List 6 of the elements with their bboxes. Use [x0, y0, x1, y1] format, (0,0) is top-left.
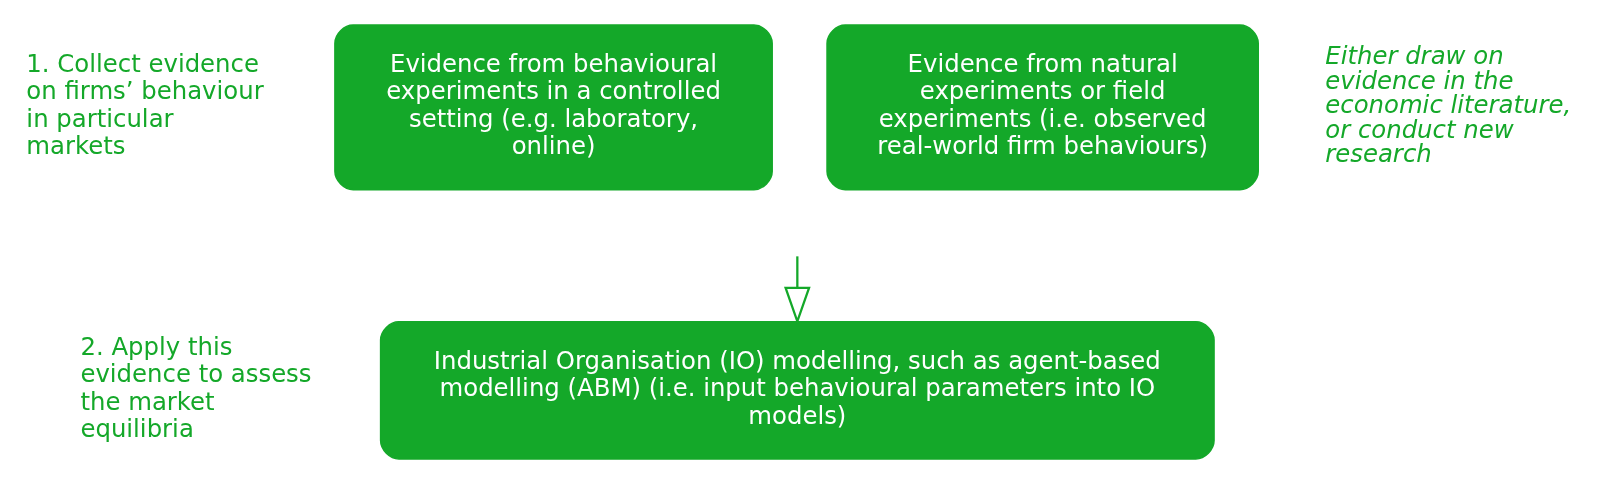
label: 1. Collect evidence on firms’ behaviour in particular markets	[26, 49, 264, 161]
node-box: Industrial Organisation (IO) modelling, such as agent-based modelling (ABM) (i.e. input behavioural parameters into IO models)	[379, 321, 1215, 460]
label: Either draw on evidence in the economic literature, or conduct new research	[1325, 41, 1572, 168]
node-box: Evidence from behavioural experiments in a controlled setting (e.g. laboratory, online)	[334, 24, 773, 191]
node-box: Evidence from natural experiments or field experiments (i.e. observed real-world firm behaviours)	[826, 24, 1259, 191]
label: 2. Apply this evidence to assess the market equilibria	[80, 331, 312, 444]
